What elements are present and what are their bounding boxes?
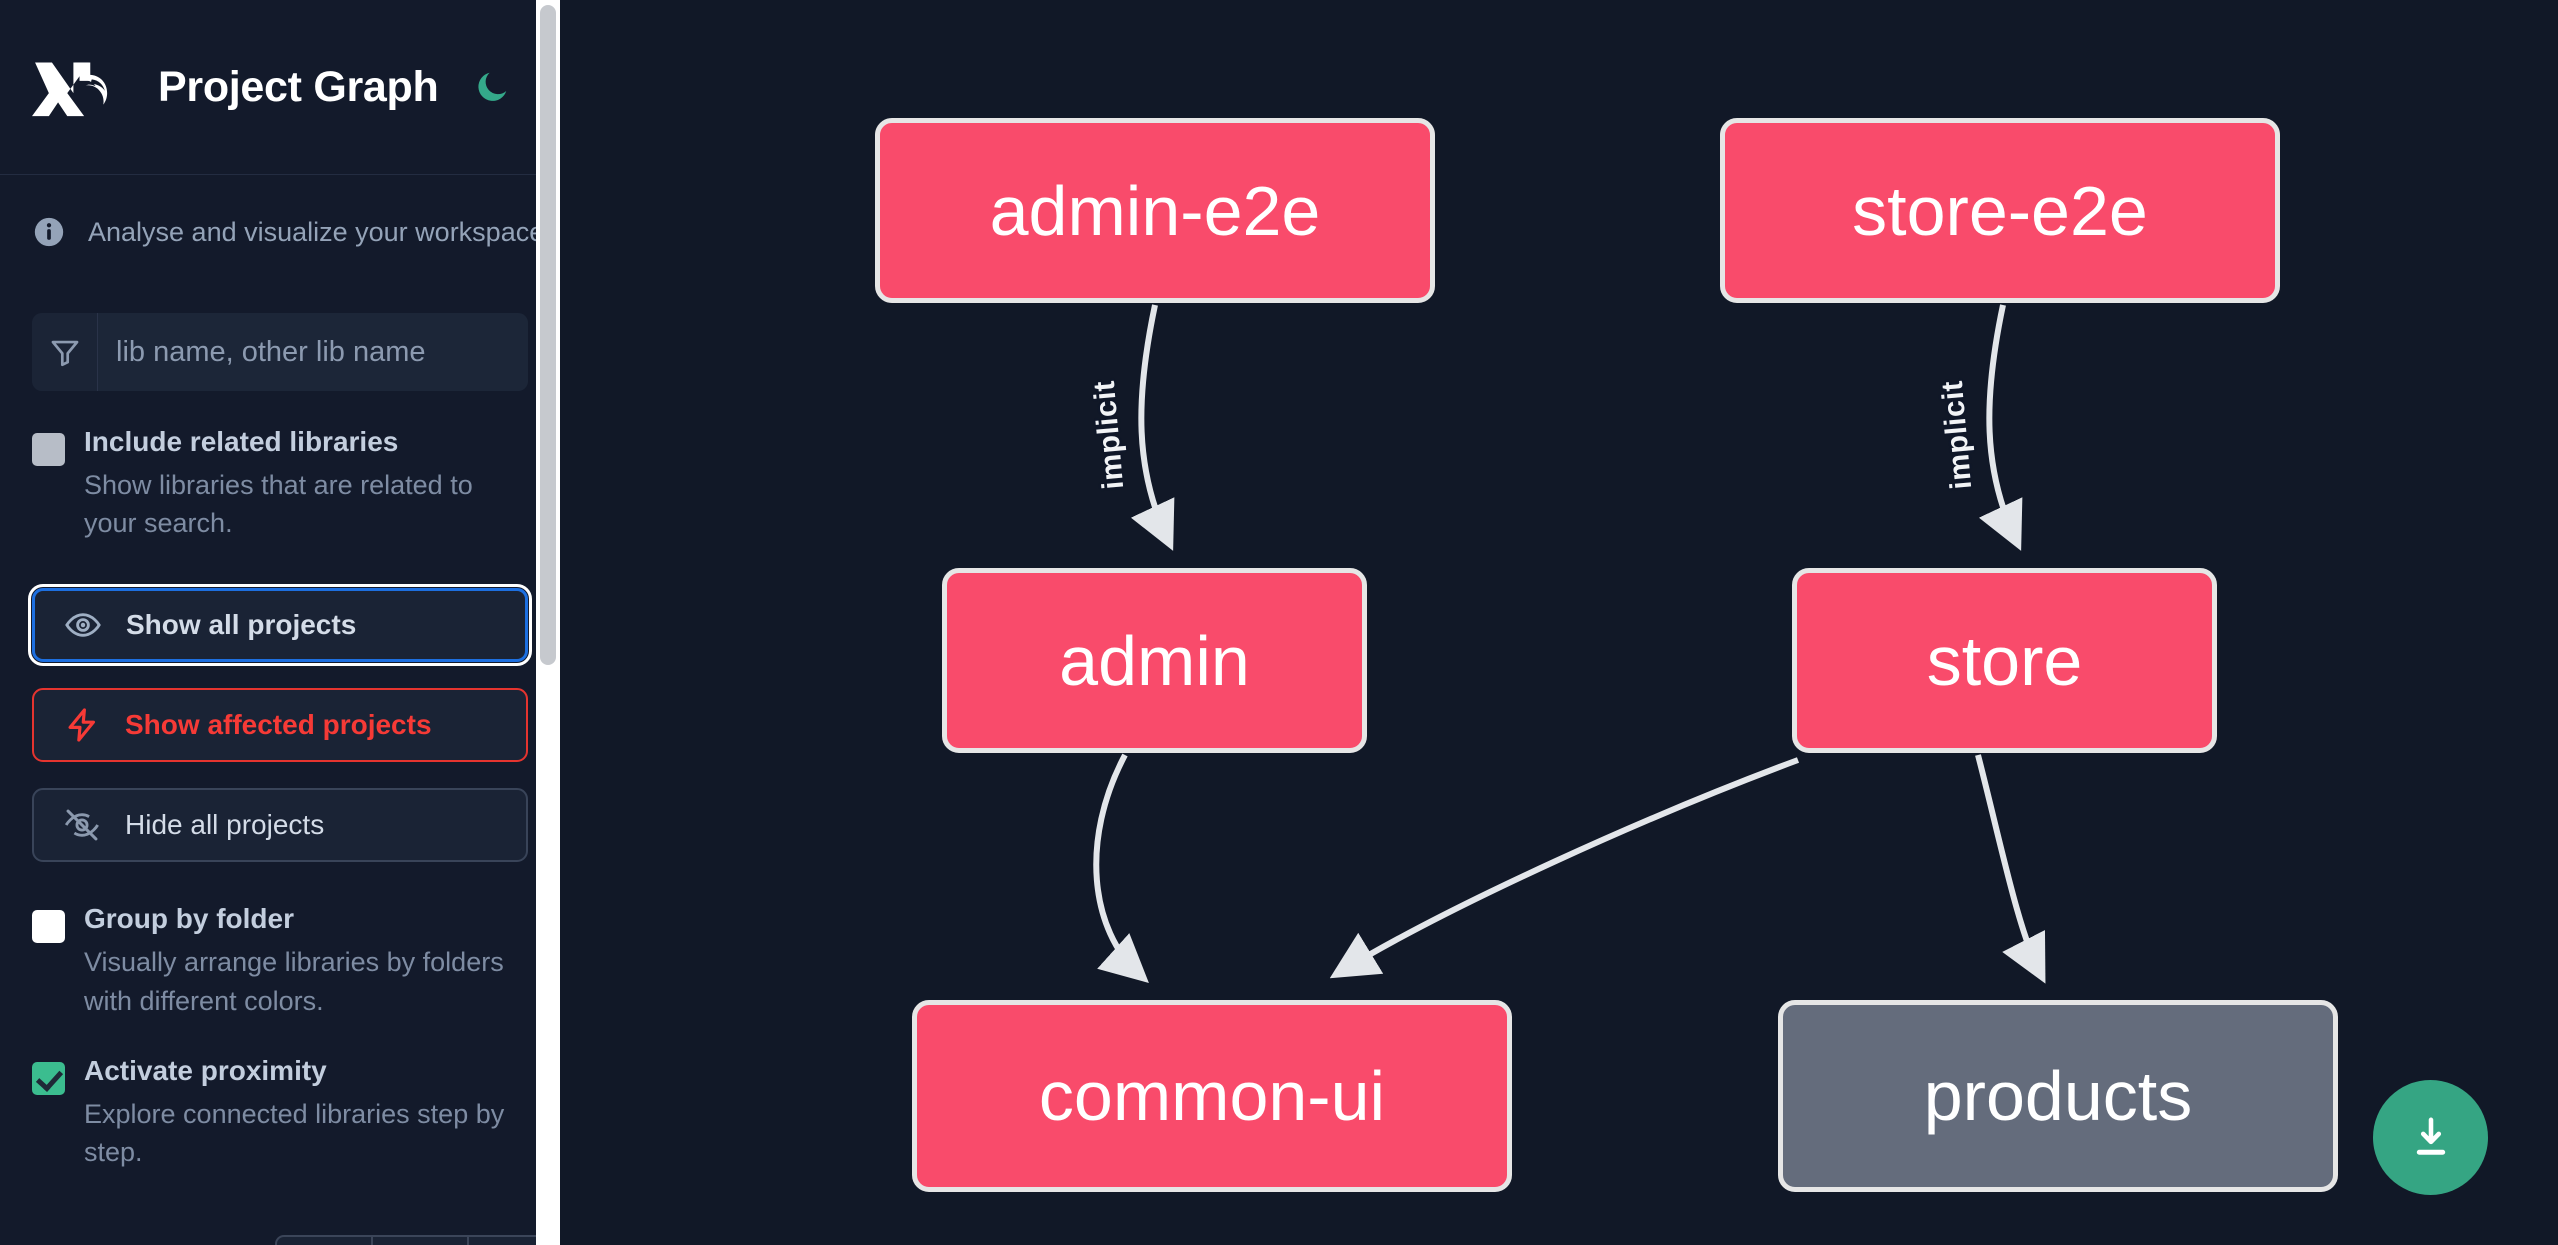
graph-edges xyxy=(1093,304,2046,984)
segment-value[interactable] xyxy=(373,1235,469,1245)
graph-node-admin[interactable]: admin xyxy=(942,568,1367,753)
edge-admin-to-common-ui xyxy=(1093,753,1149,984)
graph-node-store[interactable]: store xyxy=(1792,568,2217,753)
button-label: Show all projects xyxy=(126,609,357,641)
graph-node-store-e2e[interactable]: store-e2e xyxy=(1720,118,2280,303)
edge-store-to-products xyxy=(1975,754,2046,984)
node-label: store xyxy=(1926,621,2083,700)
sidebar: Project Graph Analyse and visualize your… xyxy=(0,0,560,1245)
node-label: admin-e2e xyxy=(989,171,1321,250)
sidebar-scrollbar-thumb[interactable] xyxy=(540,5,556,665)
tagline-row: Analyse and visualize your workspace. xyxy=(32,175,552,249)
edge-admin-e2e-to-admin xyxy=(1130,304,1175,551)
tagline-text: Analyse and visualize your workspace. xyxy=(88,216,552,247)
node-label: products xyxy=(1923,1057,2193,1135)
checkbox-activate-proximity[interactable] xyxy=(32,1061,65,1095)
option-group-by-folder[interactable]: Group by folder Visually arrange librari… xyxy=(32,904,528,1019)
option-description: Show libraries that are related to your … xyxy=(84,469,473,539)
moon-icon[interactable] xyxy=(470,65,514,109)
nx-logo-icon xyxy=(32,55,124,119)
option-include-related-libraries[interactable]: Include related libraries Show libraries… xyxy=(32,426,528,542)
graph-node-admin-e2e[interactable]: admin-e2e xyxy=(875,118,1435,303)
checkbox-include-related-libraries[interactable] xyxy=(32,433,65,466)
download-image-button[interactable] xyxy=(2373,1080,2488,1195)
graph-canvas[interactable]: admin-e2e store-e2e admin store common-u… xyxy=(560,0,2558,1245)
edge-store-to-common-ui xyxy=(1329,757,1800,979)
edge-store-e2e-to-store xyxy=(1978,304,2023,551)
proximity-step-segmented-control[interactable] xyxy=(275,1235,560,1245)
checkbox-group-by-folder[interactable] xyxy=(32,910,65,944)
graph-node-common-ui[interactable]: common-ui xyxy=(912,1000,1512,1192)
node-label: admin xyxy=(1059,621,1250,700)
visibility-button-group: Show all projects Show affected projects xyxy=(28,584,532,863)
option-activate-proximity[interactable]: Activate proximity Explore connected lib… xyxy=(32,1054,528,1171)
filter-search-box[interactable] xyxy=(32,313,528,391)
node-label: store-e2e xyxy=(1852,171,2148,250)
lightning-icon xyxy=(62,705,102,745)
info-icon xyxy=(32,215,66,249)
option-description: Explore connected libraries step by step… xyxy=(84,1098,505,1168)
segment-increment[interactable] xyxy=(469,1235,560,1245)
option-label: Activate proximity xyxy=(84,1054,327,1086)
node-label: common-ui xyxy=(1038,1057,1386,1135)
graph-node-products[interactable]: products xyxy=(1778,1000,2338,1192)
funnel-icon xyxy=(32,313,98,391)
sidebar-header: Project Graph xyxy=(0,0,560,175)
option-description: Visually arrange libraries by folders wi… xyxy=(84,947,504,1016)
show-affected-projects-button[interactable]: Show affected projects xyxy=(32,688,528,763)
download-icon xyxy=(2416,1117,2445,1155)
option-label: Group by folder xyxy=(84,903,294,935)
page-title: Project Graph xyxy=(158,62,439,111)
eye-icon xyxy=(63,605,103,645)
show-all-projects-button[interactable]: Show all projects xyxy=(28,584,532,667)
sidebar-scrollbar-track[interactable] xyxy=(536,0,560,1245)
search-input[interactable] xyxy=(98,313,528,391)
eye-off-icon xyxy=(62,805,102,845)
option-label: Include related libraries xyxy=(84,426,399,457)
segment-decrement[interactable] xyxy=(275,1235,373,1245)
hide-all-projects-button[interactable]: Hide all projects xyxy=(32,788,528,863)
sidebar-body: Analyse and visualize your workspace. In… xyxy=(0,175,560,1171)
button-label: Hide all projects xyxy=(125,809,325,841)
button-label: Show affected projects xyxy=(125,709,432,741)
